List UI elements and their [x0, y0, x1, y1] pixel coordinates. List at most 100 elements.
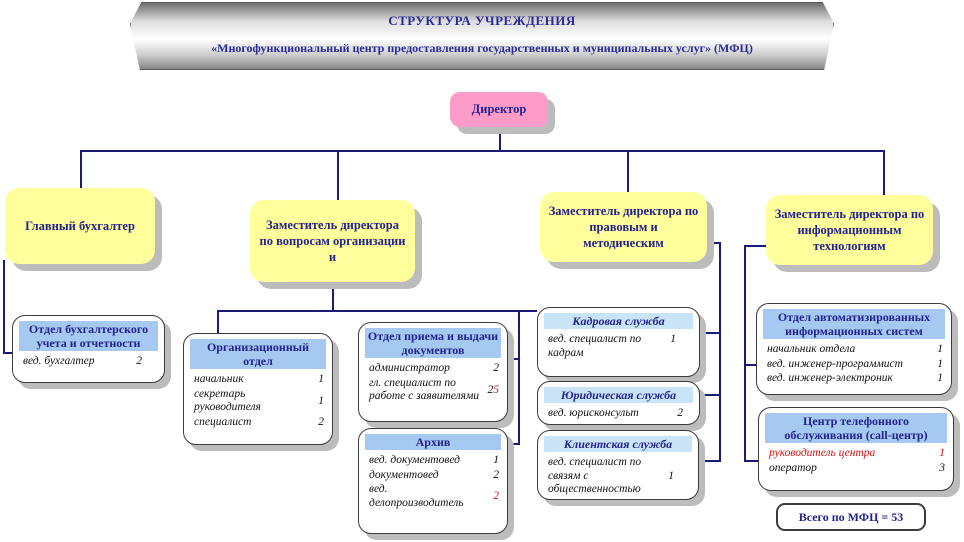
staff-count: 1: [937, 343, 943, 356]
staff-role: вед. документовед: [369, 454, 460, 467]
connector-line: [337, 150, 339, 201]
dept-reception: Отдел приема и выдачи документов админис…: [358, 322, 508, 422]
staff-count: 1: [318, 394, 324, 407]
node-deputy-org-label: Заместитель директора по вопросам органи…: [259, 217, 406, 265]
staff-row: вед. бухгалтер 2: [23, 355, 156, 369]
staff-role: вед. бухгалтер: [23, 355, 95, 368]
connector-line: [508, 358, 520, 360]
connector-line: [883, 150, 885, 195]
staff-role: руководитель центра: [769, 447, 876, 460]
staff-count: 1: [939, 447, 945, 460]
staff-count: 1: [670, 333, 676, 346]
staff-row: вед. специалист по кадрам 1: [548, 333, 691, 360]
staff-role: начальник: [194, 373, 244, 386]
staff-count: 2: [136, 355, 142, 368]
total-box: Всего по МФЦ = 53: [776, 503, 926, 531]
node-deputy-legal-label: Заместитель директора по правовым и мето…: [548, 203, 699, 251]
node-deputy-it: Заместитель директора по информационным …: [766, 195, 933, 265]
dept-organizational-title: Организационный отдел: [190, 339, 326, 370]
dept-hr-service: Кадровая служба вед. специалист по кадра…: [537, 307, 700, 377]
dept-client-service-title: Клиентская служба: [544, 436, 692, 453]
chart-subtitle: «Многофункциональный центр предоставлени…: [211, 41, 753, 55]
dept-archive-title: Архив: [365, 434, 501, 451]
staff-role: гл. специалист по работе с заявителями: [369, 376, 480, 403]
dept-client-service: Клиентская служба вед. специалист по свя…: [537, 430, 699, 500]
staff-row: руководитель центра 1: [769, 447, 945, 461]
dept-hr-service-title: Кадровая служба: [544, 313, 693, 330]
dept-ais-title: Отдел автоматизированных информационных …: [763, 309, 945, 340]
connector-line: [3, 352, 14, 354]
connector-line: [744, 245, 768, 247]
connector-line: [700, 332, 721, 334]
staff-count: 1: [937, 372, 943, 385]
dept-legal-service: Юридическая служба вед. юрисконсульт 2: [537, 381, 700, 425]
staff-role: вед. юрисконсульт: [548, 407, 639, 420]
staff-role: администратор: [369, 362, 450, 375]
staff-count: 2: [493, 362, 499, 375]
connector-line: [744, 364, 758, 366]
staff-row: вед. специалист по связям с общественнос…: [548, 456, 690, 497]
node-deputy-legal: Заместитель директора по правовым и мето…: [540, 192, 707, 262]
staff-row: вед. документовед 1: [369, 454, 499, 468]
title-banner: СТРУКТУРА УЧРЕЖДЕНИЯ «Многофункциональны…: [130, 2, 834, 70]
staff-count: 1: [318, 373, 324, 386]
staff-role: начальник отдела: [767, 343, 856, 356]
staff-count: 25: [481, 383, 500, 398]
dept-call-center-title: Центр телефонного обслуживания (call-цен…: [765, 413, 947, 444]
staff-role: специалист: [194, 416, 252, 428]
dept-legal-service-title: Юридическая служба: [544, 387, 693, 404]
connector-line: [499, 127, 501, 152]
staff-row: оператор 3: [769, 462, 945, 476]
chart-title: СТРУКТУРА УЧРЕЖДЕНИЯ: [388, 13, 576, 28]
connector-line: [744, 460, 759, 462]
dept-accounting: Отдел бухгалтерского учета и отчетности …: [12, 315, 165, 383]
connector-line: [217, 310, 219, 334]
staff-role: вед. специалист по связям с общественнос…: [548, 456, 642, 496]
staff-row: вед. делопроизводитель 2: [369, 483, 499, 510]
connector-line: [700, 394, 721, 396]
connector-line: [3, 260, 5, 353]
connector-line: [80, 150, 885, 152]
staff-count: 1: [493, 454, 499, 467]
node-director-label: Директор: [471, 102, 527, 117]
staff-row: секретарь руководителя 1: [194, 388, 324, 415]
staff-role: вед. инженер-программист: [767, 357, 903, 370]
staff-row: гл. специалист по работе с заявителями 2…: [369, 377, 499, 404]
staff-count: 2: [318, 416, 324, 428]
dept-call-center: Центр телефонного обслуживания (call-цен…: [758, 407, 954, 491]
node-deputy-it-label: Заместитель директора по информационным …: [774, 206, 925, 254]
total-label: Всего по МФЦ = 53: [798, 509, 904, 524]
staff-role: секретарь руководителя: [194, 387, 261, 414]
dept-ais: Отдел автоматизированных информационных …: [756, 303, 952, 395]
node-director: Директор: [450, 92, 548, 127]
staff-count-extra: 5: [493, 383, 499, 396]
dept-archive: Архив вед. документовед 1 документовед 2…: [358, 428, 508, 534]
staff-count: 1: [668, 469, 674, 482]
connector-line: [744, 245, 746, 462]
staff-row: начальник 1: [194, 373, 324, 387]
dept-reception-title: Отдел приема и выдачи документов: [365, 328, 501, 359]
node-chief-accountant: Главный бухгалтер: [5, 188, 155, 264]
staff-count: 2: [493, 490, 499, 503]
node-deputy-org: Заместитель директора по вопросам органи…: [250, 200, 415, 282]
connector-line: [719, 242, 721, 462]
connector-line: [705, 242, 721, 244]
staff-row: вед. юрисконсульт 2: [548, 407, 691, 421]
staff-role: вед. делопроизводитель: [369, 483, 464, 509]
connector-line: [627, 150, 629, 193]
staff-role: вед. специалист по кадрам: [548, 333, 642, 359]
connector-line: [518, 310, 520, 445]
connector-line: [508, 443, 520, 445]
staff-role: документовед: [369, 468, 439, 481]
staff-row: вед. инженер-электроник 1: [767, 372, 943, 386]
dept-accounting-title: Отдел бухгалтерского учета и отчетности: [19, 321, 158, 352]
dept-organizational: Организационный отдел начальник 1 секрет…: [183, 333, 333, 445]
connector-line: [332, 282, 334, 312]
connector-line: [217, 310, 537, 312]
staff-row: специалист 2: [194, 416, 324, 430]
staff-count: 3: [939, 461, 945, 474]
connector-line: [698, 460, 721, 462]
staff-row: вед. инженер-программист 1: [767, 358, 943, 372]
connector-line: [80, 150, 82, 188]
